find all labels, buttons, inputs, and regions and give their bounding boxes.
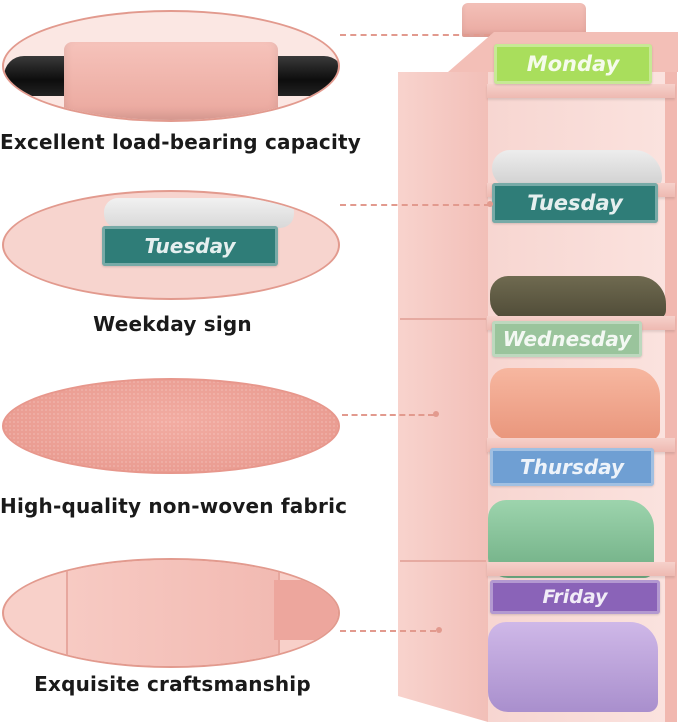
hanging-strap <box>462 3 586 37</box>
callout-craftsmanship <box>2 558 340 668</box>
day-tag-tuesday: Tuesday <box>492 183 658 223</box>
shelf <box>487 84 675 98</box>
callout-label-load-bearing: Excellent load-bearing capacity <box>0 130 362 154</box>
callout-label-weekday-sign: Weekday sign <box>93 312 252 336</box>
callout-label-fabric: High-quality non-woven fabric <box>0 494 348 518</box>
organizer-front-edge <box>665 72 677 722</box>
folded-clothes-closeup <box>104 198 294 228</box>
shelf <box>487 562 675 576</box>
side-pocket-closeup <box>66 560 280 666</box>
leader-line <box>340 204 490 206</box>
leader-line <box>340 630 436 632</box>
leader-line <box>340 34 490 36</box>
fabric-strap-wrap <box>64 42 278 120</box>
side-pocket-seam <box>400 560 486 562</box>
day-tag-wednesday: Wednesday <box>492 321 642 357</box>
day-tag-friday: Friday <box>490 580 660 614</box>
leader-dot <box>487 201 493 207</box>
day-tag-thursday: Thursday <box>490 448 654 486</box>
leader-line <box>342 414 434 416</box>
organizer-side-panel <box>398 72 488 722</box>
closeup-day-tag: Tuesday <box>102 226 278 266</box>
fabric-texture <box>4 380 338 472</box>
side-pocket-seam <box>400 318 486 320</box>
folded-clothes-peach <box>490 368 660 440</box>
callout-label-craftsmanship: Exquisite craftsmanship <box>34 672 311 696</box>
folded-clothes-white <box>492 150 662 188</box>
stitch-seam <box>274 580 338 640</box>
leader-dot <box>436 627 442 633</box>
day-tag-monday: Monday <box>494 44 652 84</box>
callout-weekday-sign: Tuesday <box>2 190 340 300</box>
leader-dot <box>433 411 439 417</box>
folded-clothes-lavender <box>488 622 658 712</box>
callout-fabric <box>2 378 340 474</box>
callout-hanging-bar <box>2 10 340 122</box>
folded-clothes-olive <box>490 276 666 320</box>
